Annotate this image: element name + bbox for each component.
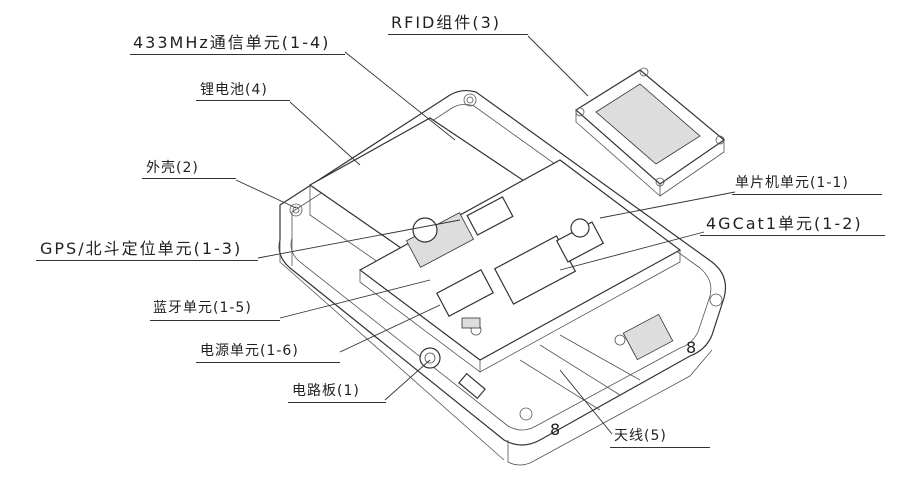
label-shell: 外壳(2) — [146, 160, 199, 176]
underline-433mhz — [130, 54, 345, 55]
label-4g: 4GCat1单元(1-2) — [706, 216, 863, 232]
underline-gps — [36, 260, 258, 261]
label-bluetooth: 蓝牙单元(1-5) — [153, 300, 252, 316]
underline-4g — [700, 235, 885, 236]
corner-marking-right: 8 — [686, 340, 697, 356]
label-battery: 锂电池(4) — [200, 82, 268, 98]
underline-battery — [196, 100, 290, 101]
underline-antenna — [610, 447, 710, 448]
label-gps: GPS/北斗定位单元(1-3) — [40, 241, 242, 257]
underline-board — [288, 402, 386, 403]
corner-marking-bottom: 8 — [550, 422, 561, 438]
underline-shell — [142, 178, 236, 179]
underline-power — [196, 362, 340, 363]
rfid-module — [576, 68, 724, 196]
label-rfid: RFID组件(3) — [391, 15, 501, 31]
label-board: 电路板(1) — [292, 383, 360, 399]
label-antenna: 天线(5) — [614, 428, 667, 444]
underline-rfid — [388, 34, 528, 35]
label-power: 电源单元(1-6) — [200, 343, 299, 359]
underline-bluetooth — [150, 320, 280, 321]
underline-mcu — [732, 194, 882, 195]
label-mcu: 单片机单元(1-1) — [735, 175, 849, 191]
label-433mhz: 433MHz通信单元(1-4) — [133, 35, 330, 51]
